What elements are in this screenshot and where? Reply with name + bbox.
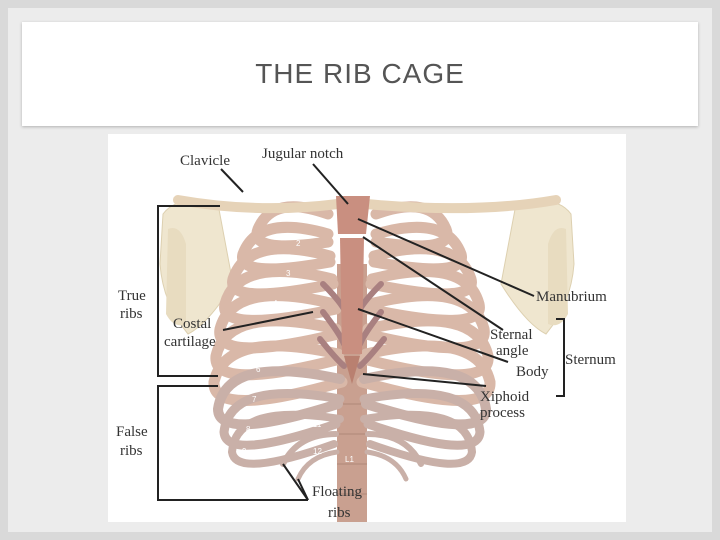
rib-number-2: 3	[286, 269, 291, 278]
label-floating-ribs-line1: Floating	[312, 484, 363, 500]
label-false-ribs-line1: False	[116, 424, 148, 440]
rib-number-8: 9	[242, 447, 247, 456]
label-floating-ribs-line2: ribs	[328, 505, 351, 521]
rib-number-9: 10	[238, 470, 247, 479]
scapula-right	[500, 200, 575, 335]
slide-title: THE RIB CAGE	[255, 58, 465, 89]
rib-number-6: 7	[252, 395, 257, 404]
title-bar	[22, 22, 698, 126]
label-jugular-notch: Jugular notch	[262, 146, 344, 162]
rib-number-11: 12	[313, 447, 322, 456]
rib-number-1: 2	[296, 239, 301, 248]
label-sternal-angle-line1: Sternal	[490, 327, 533, 343]
ribs-left	[208, 201, 348, 468]
label-true-ribs-line1: True	[118, 288, 146, 304]
sternum-body	[340, 238, 364, 354]
floating-ribs	[280, 431, 424, 482]
vertebra-l1: L1	[345, 455, 354, 464]
label-costal-cartilage-line2: cartilage	[164, 334, 216, 350]
label-true-ribs-line2: ribs	[120, 306, 143, 322]
leader-lines	[157, 163, 565, 501]
label-xiphoid-process-line1: Xiphoid	[480, 389, 530, 405]
figure-labels: Clavicle Jugular notch True ribs Costal …	[116, 146, 616, 521]
label-sternal-angle-line2: angle	[496, 343, 529, 359]
label-costal-cartilage-line1: Costal	[173, 316, 211, 332]
xiphoid-process	[344, 356, 360, 384]
rib-number-5: 6	[256, 365, 261, 374]
manubrium	[336, 196, 370, 234]
rib-cage-figure: 2 3 4 5 6 7 8 9 10 11 12 L1	[108, 134, 626, 522]
rib-number-4: 5	[263, 332, 268, 341]
rib-number-3: 4	[273, 299, 278, 308]
rib-cage-illustration: 2 3 4 5 6 7 8 9 10 11 12 L1	[116, 146, 616, 522]
sternum	[336, 196, 370, 384]
label-manubrium: Manubrium	[536, 289, 607, 305]
label-clavicle: Clavicle	[180, 153, 230, 169]
label-sternum: Sternum	[565, 352, 616, 368]
rib-number-10: 11	[313, 420, 322, 429]
rib-numbers: 2 3 4 5 6 7 8 9 10 11 12 L1	[238, 239, 354, 479]
ribs-right	[356, 201, 496, 468]
clavicles	[173, 195, 561, 214]
label-false-ribs-line2: ribs	[120, 443, 143, 459]
label-xiphoid-process-line2: process	[480, 405, 525, 421]
rib-number-7: 8	[246, 425, 251, 434]
label-body: Body	[516, 364, 549, 380]
scapula-left	[159, 200, 234, 335]
